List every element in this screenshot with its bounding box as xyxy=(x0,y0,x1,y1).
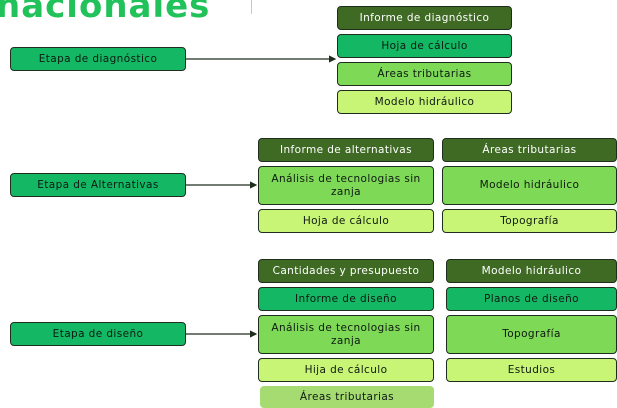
alt-modelo-hidraulico: Modelo hidráulico xyxy=(442,166,617,205)
diag-hoja-calculo: Hoja de cálculo xyxy=(337,34,512,58)
alt-topografia: Topografía xyxy=(442,209,617,233)
dis-analisis-tecnologias: Análisis de tecnologias sin zanja xyxy=(258,315,434,354)
alt-analisis-tecnologias: Análisis de tecnologias sin zanja xyxy=(258,166,434,205)
stage-alternativas: Etapa de Alternativas xyxy=(10,173,186,197)
alt-areas-tributarias: Áreas tributarias xyxy=(442,138,617,162)
alt-informe-alternativas: Informe de alternativas xyxy=(258,138,434,162)
alt-hoja-calculo: Hoja de cálculo xyxy=(258,209,434,233)
dis-modelo-hidraulico: Modelo hidráulico xyxy=(446,259,617,283)
dis-estudios: Estudios xyxy=(446,358,617,382)
dis-hija-calculo: Hija de cálculo xyxy=(258,358,434,382)
dis-topografia: Topografía xyxy=(446,315,617,354)
dis-planos-diseno: Planos de diseño xyxy=(446,287,617,311)
dis-informe-diseno: Informe de diseño xyxy=(258,287,434,311)
diag-areas-tributarias: Áreas tributarias xyxy=(337,62,512,86)
stage-diagnostico: Etapa de diagnóstico xyxy=(10,47,186,71)
brand-logo: nacionales xyxy=(0,0,211,26)
diag-modelo-hidraulico: Modelo hidráulico xyxy=(337,90,512,114)
dis-areas-tributarias: Áreas tributarias xyxy=(260,386,434,408)
diag-informe-diagnostico: Informe de diagnóstico xyxy=(337,6,512,30)
dis-cantidades-presupuesto: Cantidades y presupuesto xyxy=(258,259,434,283)
header-divider xyxy=(251,0,252,14)
stage-diseno: Etapa de diseño xyxy=(10,322,186,346)
